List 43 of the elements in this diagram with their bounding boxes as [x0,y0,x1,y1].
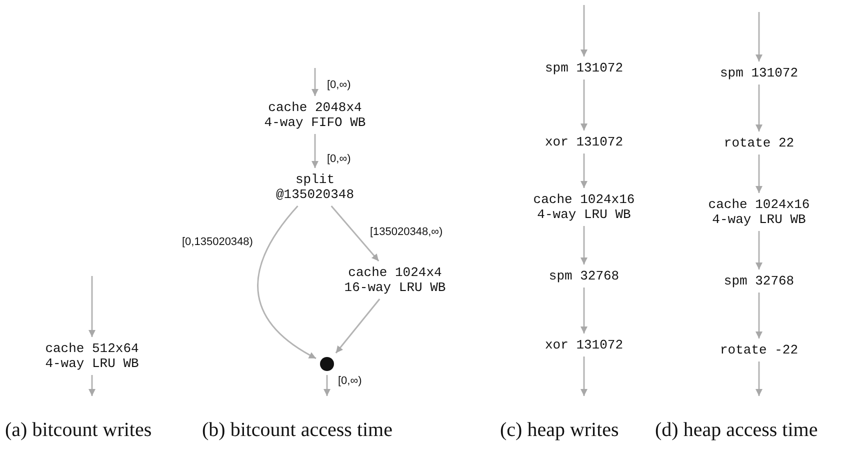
arrow [88,375,96,396]
arrow [312,68,318,96]
node-text: rotate -22 [720,342,798,358]
arrow [580,154,588,188]
arrow [756,154,762,193]
node-text: xor 131072 [545,134,623,150]
arrow [756,292,762,338]
edge-label: [0,∞) [327,153,351,165]
arrow [580,356,588,396]
edge-label: [135020348,∞) [370,226,443,238]
arrow [580,226,588,264]
arrow [580,288,588,334]
arrow [580,80,588,130]
node-text: cache 512x64 4-way LRU WB [39,341,145,371]
junction-dot [320,357,334,371]
node-text: cache 2048x4 4-way FIFO WB [258,100,372,130]
arrow [756,12,762,62]
arrow [324,375,330,396]
arrow [335,298,380,354]
subfigure-caption: (a) bitcount writes [5,418,153,442]
edge-label: [0,∞) [327,79,351,91]
arrow [88,276,96,337]
node-text: spm 32768 [724,274,794,288]
node-text: cache 1024x16 4-way LRU WB [527,192,641,222]
edge-label: [0,∞) [338,375,362,387]
arrow [312,134,318,168]
node-text: cache 1024x16 4-way LRU WB [702,197,816,227]
node-text: spm 32768 [548,268,620,284]
subfigure-caption: (d) heap access time [655,418,819,442]
arrow [580,5,588,56]
node-text: rotate 22 [724,136,794,150]
arrow [330,206,380,262]
node-text: spm 131072 [720,66,798,80]
arrow [257,206,316,360]
node-text: spm 131072 [545,60,623,76]
arrow [756,362,762,396]
arrow [756,231,762,270]
arrow [756,84,762,132]
node-text: split @135020348 [270,172,360,202]
subfigure-caption: (b) bitcount access time [202,418,394,442]
node-text: cache 1024x4 16-way LRU WB [338,265,452,295]
edge-label: [0,135020348) [182,236,253,248]
node-text: xor 131072 [545,338,623,352]
